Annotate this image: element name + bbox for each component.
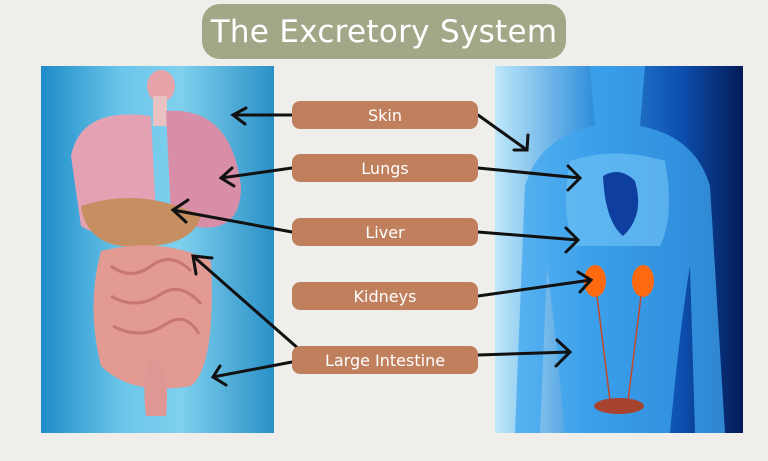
torso-anatomy-image	[41, 66, 274, 433]
label-liver: Liver	[292, 218, 478, 246]
label-skin: Skin	[292, 101, 478, 129]
label-large-intestine: Large Intestine	[292, 346, 478, 374]
torso-organs-illustration	[71, 70, 241, 416]
label-lungs: Lungs	[292, 154, 478, 182]
diagram-title: The Excretory System	[202, 4, 566, 59]
body-anatomy-image	[495, 66, 743, 433]
blue-body-illustration	[515, 66, 725, 433]
label-kidneys: Kidneys	[292, 282, 478, 310]
